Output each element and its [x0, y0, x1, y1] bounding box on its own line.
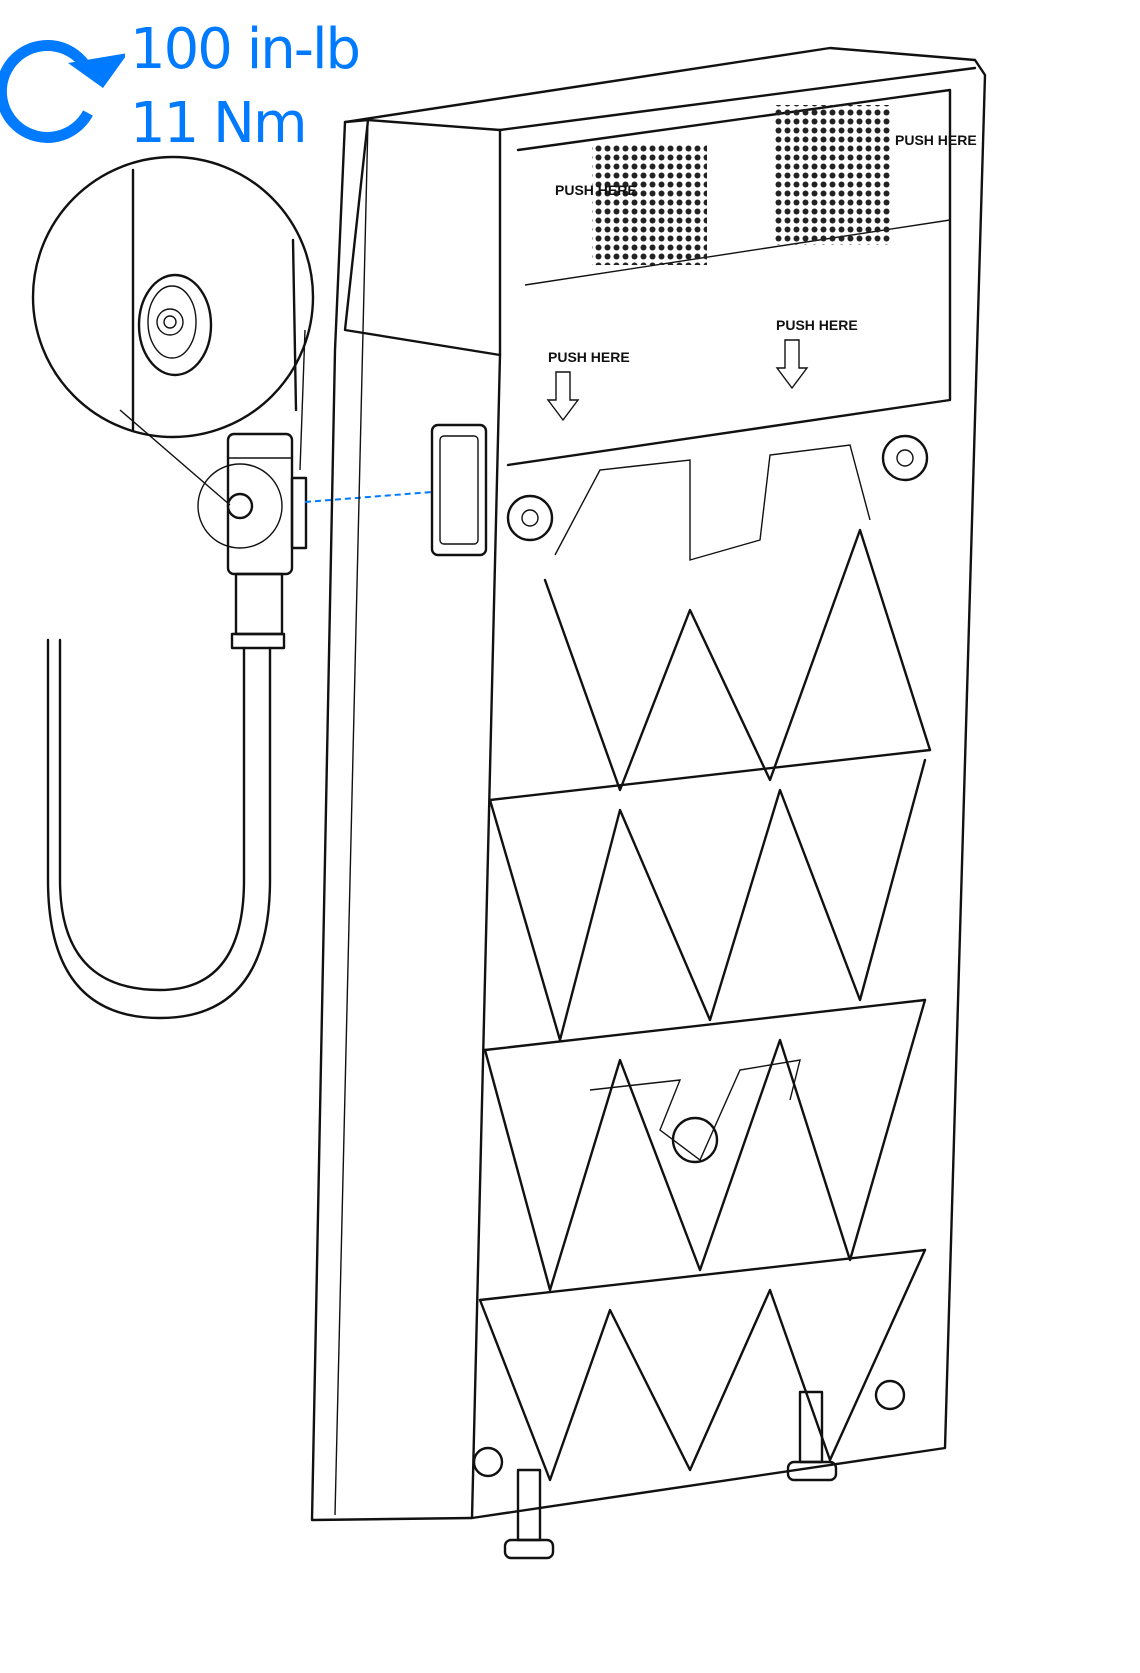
push-here-label: PUSH HERE [895, 132, 977, 148]
torque-value-metric: 11 Nm [130, 91, 307, 156]
vent-grille [775, 105, 890, 245]
torque-spec: 100 in-lb 11 Nm [0, 0, 380, 160]
leader-line [304, 491, 433, 503]
screw-icon [137, 273, 213, 377]
leveling-foot [516, 1468, 542, 1542]
device-body [310, 46, 987, 1560]
cable-connector [46, 432, 308, 1020]
push-arrow-icon [775, 339, 809, 390]
detail-magnifier [31, 155, 315, 506]
clockwise-rotation-arrow-icon [0, 39, 125, 143]
torque-value-imperial: 100 in-lb [130, 17, 361, 82]
push-here-label: PUSH HERE [776, 317, 858, 333]
push-arrow-icon [546, 371, 580, 422]
push-here-label: PUSH HERE [548, 349, 630, 365]
rib-structure [478, 444, 932, 1482]
charging-port [430, 423, 488, 557]
push-here-label: PUSH HERE [555, 182, 637, 198]
vent-grille [592, 145, 707, 265]
